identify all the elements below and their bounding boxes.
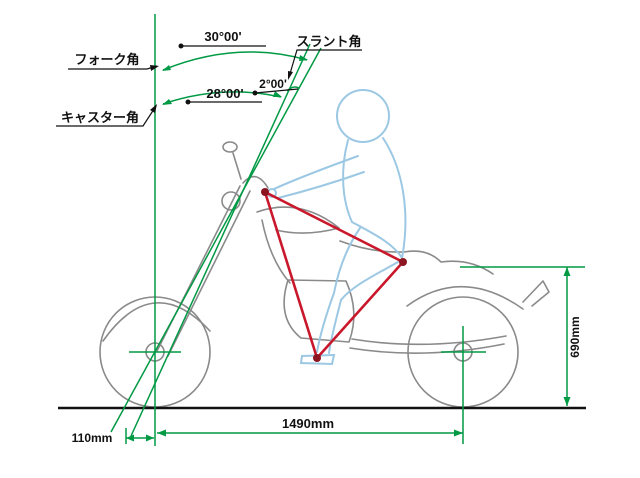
triangle-vertex-handlebar: [261, 188, 269, 196]
measure-lines: [110, 14, 585, 446]
caster-angle-label: キャスター角: [61, 110, 139, 125]
slant-value-underline: [254, 88, 299, 94]
slant-value-dot: [252, 90, 258, 96]
callout-marks: [150, 43, 293, 113]
trail-arrow-right: [146, 434, 154, 442]
fork-angle-value: 30°00': [204, 29, 241, 44]
triangle-vertex-seat: [399, 258, 407, 266]
fork-axis-line: [110, 47, 322, 433]
engine: [283, 279, 355, 343]
fork-arc-arrow-left: [162, 65, 171, 71]
slant-angle-value: 2°00': [259, 77, 287, 91]
slant-label-arrow: [288, 71, 293, 80]
motorcycle-outline: [99, 141, 550, 408]
seat-height-dimension-value: 690mm: [568, 316, 582, 357]
front-fork: [156, 185, 251, 357]
rider-arm-upper: [273, 155, 359, 190]
wheelbase-arrow-right: [454, 429, 463, 437]
caster-angle-value: 28°00': [206, 86, 243, 101]
rear-fender: [406, 285, 524, 310]
frame-downtube: [261, 219, 291, 284]
rider-thigh-top: [333, 227, 361, 294]
handlebar: [242, 175, 269, 189]
fuel-tank: [256, 206, 340, 234]
caster-axis-line: [130, 43, 311, 437]
tail-light: [522, 280, 550, 307]
fork-value-dot: [178, 43, 184, 49]
caster-value-dot: [185, 99, 191, 105]
frame-triangle-outline: [263, 190, 405, 360]
seat-height-arrow-top: [563, 267, 571, 276]
rider-arm-lower: [277, 171, 365, 199]
fork-angle-arc: [162, 51, 308, 71]
triangle-vertex-footpeg: [313, 354, 321, 362]
caster-label-leader: [56, 105, 157, 127]
frame-triangle: [263, 190, 405, 360]
wheelbase-dimension-value: 1490mm: [282, 416, 334, 431]
caster-angle-arc: [162, 91, 282, 105]
seat-outline: [339, 240, 494, 275]
rider-chest: [342, 139, 353, 223]
exhaust: [349, 335, 507, 354]
headlight: [221, 191, 241, 211]
fork-arc-arrow-right: [299, 55, 308, 61]
slant-label-leader: [288, 49, 362, 78]
seat-height-arrow-bottom: [563, 397, 571, 406]
diagram-text: フォーク角 キャスター角 スラント角 30°00' 28°00' 2°00' 1…: [61, 29, 582, 445]
trail-arrow-left: [126, 434, 134, 442]
caster-arc-arrow-left: [162, 99, 172, 105]
rider-silhouette: [267, 89, 407, 366]
rider-back: [382, 137, 407, 259]
rider-foot: [299, 353, 336, 366]
rider-shin-front: [316, 292, 335, 353]
fork-angle-label: フォーク角: [74, 52, 139, 67]
caster-label-arrow: [150, 104, 157, 113]
rider-helmet: [336, 89, 390, 143]
slant-angle-label: スラント角: [296, 34, 361, 49]
caster-arc-arrow-right: [273, 91, 282, 97]
front-fender: [102, 302, 211, 342]
wheelbase-arrow-left: [157, 429, 166, 437]
rider-shin-back: [328, 299, 342, 354]
mirror-stalk: [232, 152, 242, 180]
trail-dimension-line: [125, 428, 154, 444]
frame-triangle-vertices: [261, 188, 407, 362]
fork-label-arrow: [150, 65, 159, 71]
trail-dimension-value: 110mm: [72, 431, 113, 445]
measure-arrowheads: [126, 55, 571, 442]
rear-axle-crosshair: [441, 326, 486, 444]
rider-thigh-back: [340, 261, 399, 301]
mirror: [222, 141, 238, 153]
rider-hip: [351, 221, 403, 259]
